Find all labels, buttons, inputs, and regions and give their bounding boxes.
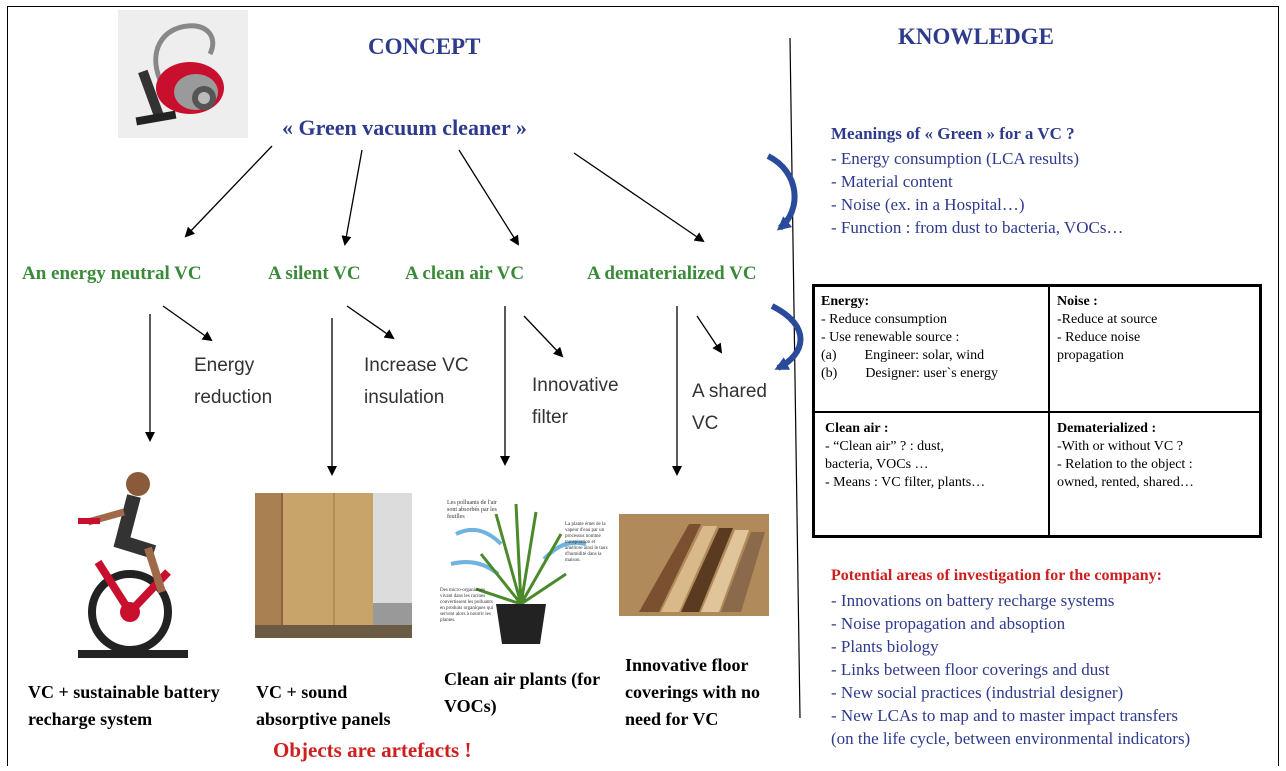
meaning-item: - Energy consumption (LCA results) xyxy=(831,149,1080,168)
energy-line: - Use renewable source : xyxy=(821,330,960,345)
noise-line: -Reduce at source xyxy=(1057,312,1158,327)
branch-energy-title: An energy neutral VC xyxy=(22,263,202,284)
clean-air-line: bacteria, VOCs … xyxy=(825,457,929,472)
branch-dematerialized-title: A dematerialized VC xyxy=(587,263,757,284)
knowledge-heading: KNOWLEDGE xyxy=(898,24,1054,49)
table-horizontal-divider xyxy=(815,411,1259,413)
clean-air-cell-title: Clean air : xyxy=(825,421,889,436)
product-sound-panels: VC + sound absorptive panels xyxy=(256,682,391,729)
plant-caption-right: La plante émet de la vapeur d'eau par un… xyxy=(565,522,608,563)
product-floor-coverings: Innovative floor coverings with no need … xyxy=(625,655,760,729)
sub-innovative-filter: Innovative filter xyxy=(532,375,619,428)
area-item: - New LCAs to map and to master impact t… xyxy=(831,706,1178,725)
noise-line: - Reduce noise xyxy=(1057,330,1141,345)
concept-knowledge-separator xyxy=(789,37,801,719)
sound-panels-image xyxy=(255,493,412,638)
arrow-root-to-dematerialized xyxy=(573,152,705,243)
curved-arrow-upper xyxy=(766,153,798,231)
clean-air-line: - Means : VC filter, plants… xyxy=(825,475,986,490)
branch-silent-title: A silent VC xyxy=(268,263,361,284)
energy-cell-title: Energy: xyxy=(821,294,870,309)
areas-list: - Innovations on battery recharge system… xyxy=(831,589,1190,750)
arrow-root-to-cleanair xyxy=(458,149,520,246)
energy-line: (a) Engineer: solar, wind xyxy=(821,348,985,363)
area-item: - New social practices (industrial desig… xyxy=(831,683,1124,702)
arrow-root-to-energy xyxy=(184,145,273,238)
table-cell-clean-air: Clean air : - “Clean air” ? : dust, bact… xyxy=(825,420,1047,492)
arrow-energy-to-sub xyxy=(162,305,213,342)
arrow-silent-to-sub xyxy=(346,305,395,340)
arrow-dematerialized-to-sub xyxy=(696,315,723,354)
meanings-list: - Energy consumption (LCA results) - Mat… xyxy=(831,147,1123,239)
dematerialized-line: - Relation to the object : xyxy=(1057,457,1193,472)
area-item: (on the life cycle, between environmenta… xyxy=(831,729,1191,748)
vacuum-cleaner-image xyxy=(118,10,248,138)
plant-caption-left: Les polluants de l'air sont absorbés par… xyxy=(447,500,497,520)
energy-line: (b) Designer: user`s energy xyxy=(821,366,999,381)
floor-coverings-image xyxy=(619,514,769,616)
table-cell-dematerialized: Dematerialized : -With or without VC ? -… xyxy=(1057,420,1257,492)
area-item: - Noise propagation and absoption xyxy=(831,614,1066,633)
energy-line: - Reduce consumption xyxy=(821,312,947,327)
sub-increase-insulation: Increase VC insulation xyxy=(364,355,469,408)
root-concept: « Green vacuum cleaner » xyxy=(282,115,527,140)
arrow-cleanair-to-sub xyxy=(523,315,564,358)
concept-heading: CONCEPT xyxy=(368,34,481,59)
curved-arrow-lower xyxy=(770,303,804,371)
dematerialized-cell-title: Dematerialized : xyxy=(1057,421,1157,436)
sub-energy-reduction: Energy reduction xyxy=(194,355,273,408)
branch-cleanair-title: A clean air VC xyxy=(405,263,525,284)
clean-air-line: - “Clean air” ? : dust, xyxy=(825,439,944,454)
product-clean-air-plants: Clean air plants (for VOCs) xyxy=(444,669,600,716)
knowledge-table: Energy: - Reduce consumption - Use renew… xyxy=(812,284,1262,538)
table-cell-noise: Noise : -Reduce at source - Reduce noise… xyxy=(1057,293,1253,365)
dematerialized-line: -With or without VC ? xyxy=(1057,439,1183,454)
objects-artefacts-note: Objects are artefacts ! xyxy=(273,738,472,762)
areas-title: Potential areas of investigation for the… xyxy=(831,567,1162,584)
arrow-root-to-silent xyxy=(341,149,363,246)
area-item: - Links between floor coverings and dust xyxy=(831,660,1110,679)
meaning-item: - Material content xyxy=(831,172,953,191)
diagram-frame xyxy=(7,6,1279,766)
noise-line: propagation xyxy=(1057,348,1124,363)
product-battery-recharge: VC + sustainable battery recharge system xyxy=(28,682,220,729)
sub-shared-vc: A shared VC xyxy=(692,381,767,434)
meaning-item: - Function : from dust to bacteria, VOCs… xyxy=(831,218,1124,237)
table-cell-energy: Energy: - Reduce consumption - Use renew… xyxy=(821,293,1047,383)
meanings-title: Meanings of « Green » for a VC ? xyxy=(831,124,1075,143)
exercise-bike-image xyxy=(58,462,213,662)
plant-caption-bottom: Des micro-organismes vivant dans les rac… xyxy=(440,588,494,623)
meaning-item: - Noise (ex. in a Hospital…) xyxy=(831,195,1025,214)
noise-cell-title: Noise : xyxy=(1057,294,1098,309)
dematerialized-line: owned, rented, shared… xyxy=(1057,475,1194,490)
area-item: - Plants biology xyxy=(831,637,939,656)
area-item: - Innovations on battery recharge system… xyxy=(831,591,1115,610)
clean-air-plant-image xyxy=(436,494,606,646)
